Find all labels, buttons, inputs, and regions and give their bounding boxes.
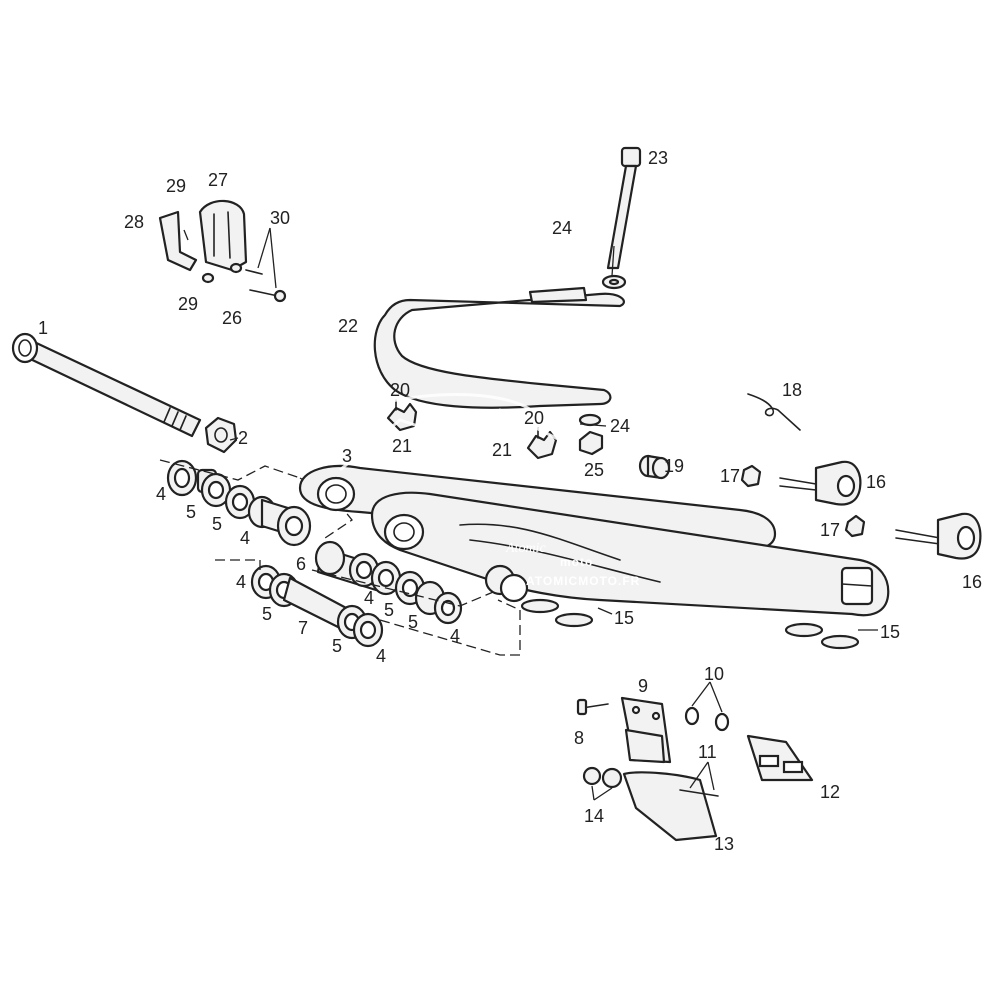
callout-2: 2 <box>238 428 248 448</box>
callout-4: 4 <box>376 646 386 666</box>
callout-11: 11 <box>698 742 717 762</box>
callout-30: 30 <box>270 208 290 228</box>
part-3-swingarm <box>298 464 890 617</box>
callout-9: 9 <box>638 676 648 696</box>
part-19-sleeve <box>638 454 671 480</box>
callout-5: 5 <box>332 636 342 656</box>
callout-5: 5 <box>408 612 418 632</box>
callout-4: 4 <box>364 588 374 608</box>
part-23-bolt <box>601 146 642 290</box>
part-2-nut <box>204 416 238 454</box>
callout-14: 14 <box>584 806 604 826</box>
callout-21: 21 <box>492 440 512 460</box>
callout-17: 17 <box>820 520 840 540</box>
callout-26: 26 <box>222 308 242 328</box>
callout-23: 23 <box>648 148 668 168</box>
callout-10: 10 <box>704 664 724 684</box>
callout-20: 20 <box>390 380 410 400</box>
callout-16: 16 <box>962 572 982 592</box>
part-26-30-bracket-cluster <box>158 199 287 303</box>
callout-29: 29 <box>166 176 186 196</box>
callout-21: 21 <box>392 436 412 456</box>
part-24-25-washer-nut <box>578 413 604 456</box>
callout-leaders <box>183 227 723 801</box>
callout-22: 22 <box>338 316 358 336</box>
callout-25: 25 <box>584 460 604 480</box>
watermark-url: ATOMICMOTO.FR <box>526 574 640 588</box>
part-8-14-chain-slider <box>576 696 814 842</box>
watermark-sub: moto <box>560 555 593 569</box>
callout-12: 12 <box>820 782 840 802</box>
watermark-script: Atomic <box>505 541 546 556</box>
callout-27: 27 <box>208 170 228 190</box>
callout-16: 16 <box>866 472 886 492</box>
watermark-logo: Atomic moto ATOMICMOTO.FR <box>328 393 640 588</box>
bushing-stack-left <box>166 459 312 547</box>
bushing-stack-middle <box>314 540 463 625</box>
bushing-stack-lower <box>250 564 384 648</box>
callout-8: 8 <box>574 728 584 748</box>
callout-6: 6 <box>296 554 306 574</box>
callout-3: 3 <box>342 446 352 466</box>
callout-5: 5 <box>262 604 272 624</box>
callout-18: 18 <box>782 380 802 400</box>
callout-5: 5 <box>186 502 196 522</box>
callout-4: 4 <box>240 528 250 548</box>
part-15-pads <box>520 598 878 650</box>
callout-24: 24 <box>610 416 630 436</box>
callout-4: 4 <box>236 572 246 592</box>
callout-13: 13 <box>714 834 734 854</box>
callout-5: 5 <box>212 514 222 534</box>
callout-24: 24 <box>552 218 572 238</box>
callout-labels: 1 2 3 4 5 5 4 6 4 5 7 5 4 4 5 5 4 8 9 10… <box>38 148 982 854</box>
callout-17: 17 <box>720 466 740 486</box>
callout-28: 28 <box>124 212 144 232</box>
callout-4: 4 <box>156 484 166 504</box>
part-1-axle <box>11 332 202 438</box>
callout-19: 19 <box>664 456 684 476</box>
callout-1: 1 <box>38 318 48 338</box>
part-18-clip <box>747 393 801 431</box>
callout-15: 15 <box>614 608 634 628</box>
callout-15: 15 <box>880 622 900 642</box>
callout-20: 20 <box>524 408 544 428</box>
part-22-guide-arm <box>373 286 626 409</box>
callout-29: 29 <box>178 294 198 314</box>
part-16-17-lower <box>844 512 982 560</box>
callout-4: 4 <box>450 626 460 646</box>
callout-5: 5 <box>384 600 394 620</box>
part-16-17-upper <box>740 460 862 506</box>
callout-7: 7 <box>298 618 308 638</box>
